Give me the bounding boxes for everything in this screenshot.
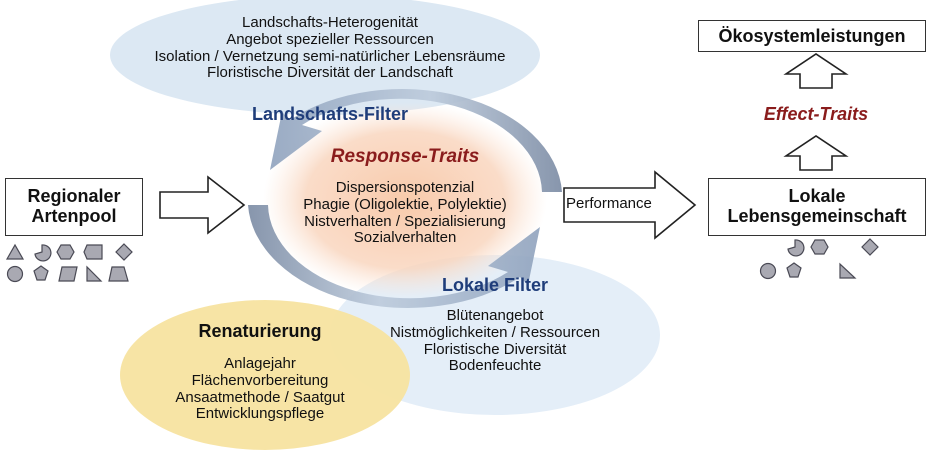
circle-icon: [759, 262, 777, 280]
restoration-item: Entwicklungspflege: [195, 405, 325, 423]
trapezoid-icon: [108, 266, 129, 282]
local-community-line: Lebensgemeinschaft: [727, 206, 907, 226]
local-filter-item: Blütenangebot: [446, 307, 544, 324]
hexagon-icon: [56, 244, 75, 260]
local-filter-item: Bodenfeuchte: [448, 357, 542, 375]
restoration-item: Anlagejahr: [224, 355, 296, 372]
landscape-filter-title: Landschafts-Filter: [251, 104, 409, 124]
response-traits-text: Dispersionspotenzial Phagie (Oligolektie…: [275, 179, 535, 247]
landscape-factors-text: Landschafts-Heterogenität Angebot spezie…: [120, 14, 540, 82]
landscape-factor-item: Landschafts-Heterogenität: [242, 14, 418, 31]
local-filter-text: Blütenangebot Nistmöglichkeiten / Ressou…: [370, 307, 620, 375]
pentagon-icon: [33, 265, 49, 281]
effect-traits-to-services-arrow: [783, 53, 849, 89]
landscape-filter-cycle-arrow: [270, 89, 562, 192]
pentagon-icon: [786, 262, 802, 278]
diamond-icon: [115, 243, 133, 261]
landscape-factor-item: Floristische Diversität der Landschaft: [207, 64, 453, 82]
response-trait-item: Sozialverhalten: [353, 229, 457, 247]
response-trait-item: Nistverhalten / Spezialisierung: [304, 212, 506, 230]
response-traits-title: Response-Traits: [330, 146, 480, 167]
diamond-icon: [861, 238, 879, 256]
response-traits-glow: [263, 102, 547, 298]
pool-to-filter-arrow: [159, 175, 246, 235]
right-triangle-icon: [839, 262, 857, 279]
hexagon-icon: [810, 239, 829, 255]
landscape-factors-ellipse: [110, 0, 540, 115]
pie-icon: [34, 244, 52, 262]
restoration-text: Anlagejahr Flächenvorbereitung Ansaatmet…: [140, 355, 380, 423]
local-filter-cycle-arrow: [248, 205, 540, 308]
effect-traits-label: Effect-Traits: [763, 104, 869, 124]
restoration-ellipse: [120, 300, 410, 450]
response-trait-item: Phagie (Oligolektie, Polylektie): [303, 195, 507, 213]
restoration-item: Flächenvorbereitung: [191, 371, 329, 389]
local-filter-item: Floristische Diversität: [423, 340, 567, 358]
response-trait-item: Dispersionspotenzial: [335, 179, 475, 196]
performance-label: Performance: [566, 195, 678, 213]
local-filter-title: Lokale Filter: [441, 275, 549, 295]
restoration-title: Renaturierung: [198, 321, 322, 341]
regional-pool-box: Regionaler Artenpool: [5, 178, 143, 236]
regional-species-icons: [5, 243, 133, 283]
local-community-box: Lokale Lebensgemeinschaft: [708, 178, 926, 236]
parallelogram-icon: [58, 266, 78, 282]
local-species-icons: [759, 238, 879, 280]
local-community-line: Lokale: [788, 186, 846, 207]
circle-icon: [6, 265, 24, 283]
triangle-icon: [5, 243, 25, 260]
pie-icon: [787, 239, 805, 257]
regional-pool-line: Artenpool: [31, 206, 117, 226]
regional-pool-line: Regionaler: [27, 186, 121, 207]
ecosystem-services-box: Ökosystemleistungen: [698, 20, 926, 52]
landscape-factor-item: Isolation / Vernetzung semi-natürlicher …: [154, 47, 506, 65]
landscape-factor-item: Angebot spezieller Ressourcen: [226, 30, 434, 48]
community-to-effect-traits-arrow: [783, 135, 849, 171]
right-triangle-icon: [86, 265, 103, 282]
restoration-item: Ansaatmethode / Saatgut: [175, 388, 345, 406]
rectangle-icon: [83, 244, 103, 260]
local-filter-item: Nistmöglichkeiten / Ressourcen: [389, 323, 601, 341]
